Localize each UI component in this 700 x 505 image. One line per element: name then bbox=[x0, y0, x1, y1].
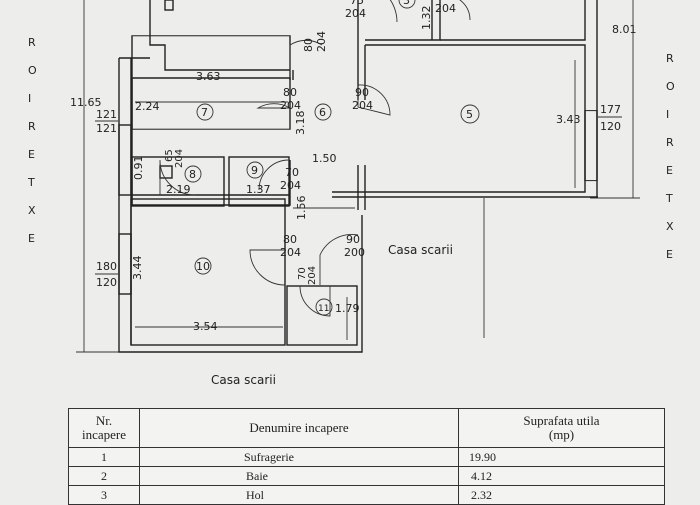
svg-text:R: R bbox=[666, 136, 674, 149]
svg-text:204: 204 bbox=[352, 99, 373, 112]
svg-text:3.18: 3.18 bbox=[294, 111, 307, 136]
svg-text:204: 204 bbox=[345, 7, 366, 20]
svg-text:120: 120 bbox=[96, 276, 117, 289]
svg-text:204: 204 bbox=[435, 2, 456, 15]
svg-text:R: R bbox=[666, 52, 674, 65]
room-number-9: 9 bbox=[251, 164, 258, 177]
svg-text:3.44: 3.44 bbox=[131, 256, 144, 281]
svg-text:70: 70 bbox=[285, 166, 299, 179]
walls bbox=[118, 0, 598, 353]
door-swings bbox=[159, 0, 471, 317]
svg-text:177: 177 bbox=[600, 103, 621, 116]
exterior-left-label: E X T E R I O R bbox=[27, 36, 37, 245]
svg-text:80: 80 bbox=[283, 233, 297, 246]
svg-text:1.32: 1.32 bbox=[420, 6, 433, 31]
svg-text:121: 121 bbox=[96, 108, 117, 121]
header-area: Suprafata utila(mp) bbox=[458, 408, 665, 448]
floor-plan: E X T E R I O R E X T E R I O R bbox=[27, 0, 675, 387]
svg-text:O: O bbox=[666, 80, 675, 93]
svg-text:204: 204 bbox=[280, 99, 301, 112]
svg-text:1.56: 1.56 bbox=[295, 196, 308, 221]
svg-text:3.43: 3.43 bbox=[556, 113, 581, 126]
svg-text:180: 180 bbox=[96, 260, 117, 273]
svg-text:0.91: 0.91 bbox=[132, 156, 145, 181]
room-number-11: 11 bbox=[318, 304, 329, 314]
svg-text:204: 204 bbox=[280, 179, 301, 192]
room-number-8: 8 bbox=[189, 168, 196, 181]
svg-text:90: 90 bbox=[355, 86, 369, 99]
svg-text:2.24: 2.24 bbox=[135, 100, 160, 113]
svg-text:E: E bbox=[666, 248, 673, 261]
header-room-number: Nr.incapere bbox=[68, 408, 140, 448]
svg-text:O: O bbox=[28, 64, 37, 77]
dimension-labels: 11.65 8.01 3.63 2.24 3.18 1.50 3.43 0.91… bbox=[70, 6, 637, 334]
table-row: 3 Hol 2.32 bbox=[68, 485, 665, 505]
svg-text:E: E bbox=[28, 232, 35, 245]
svg-text:8.01: 8.01 bbox=[612, 23, 637, 36]
svg-text:120: 120 bbox=[600, 120, 621, 133]
svg-text:80: 80 bbox=[283, 86, 297, 99]
stair-label-right: Casa scarii bbox=[388, 243, 453, 257]
svg-text:200: 200 bbox=[344, 246, 365, 259]
svg-text:204: 204 bbox=[280, 246, 301, 259]
room-number-7: 7 bbox=[201, 106, 208, 119]
svg-text:204: 204 bbox=[174, 149, 185, 168]
svg-text:I: I bbox=[666, 108, 669, 121]
svg-text:11.65: 11.65 bbox=[70, 96, 102, 109]
svg-text:R: R bbox=[28, 36, 36, 49]
svg-text:204: 204 bbox=[307, 266, 318, 285]
svg-text:1.50: 1.50 bbox=[312, 152, 337, 165]
stair-label-bottom: Casa scarii bbox=[211, 373, 276, 387]
svg-text:E: E bbox=[28, 148, 35, 161]
svg-text:3.63: 3.63 bbox=[196, 70, 221, 83]
svg-text:I: I bbox=[28, 92, 31, 105]
svg-text:65: 65 bbox=[164, 149, 175, 162]
header-room-name: Denumire incapere bbox=[139, 408, 459, 448]
table-row: 1 Sufragerie 19.90 bbox=[68, 447, 665, 467]
room-number-6: 6 bbox=[319, 106, 326, 119]
svg-text:90: 90 bbox=[346, 233, 360, 246]
svg-text:1.37: 1.37 bbox=[246, 183, 271, 196]
svg-text:R: R bbox=[28, 120, 36, 133]
room-area-table: Nr.incapere Denumire incapere Suprafata … bbox=[68, 408, 665, 505]
svg-text:75: 75 bbox=[350, 0, 364, 7]
table-row: 2 Baie 4.12 bbox=[68, 466, 665, 486]
svg-text:70: 70 bbox=[297, 267, 308, 280]
svg-text:E: E bbox=[666, 164, 673, 177]
svg-text:1.79: 1.79 bbox=[335, 302, 360, 315]
svg-text:X: X bbox=[666, 220, 674, 233]
svg-text:204: 204 bbox=[315, 31, 328, 52]
exterior-right-label: E X T E R I O R bbox=[665, 52, 675, 261]
svg-text:X: X bbox=[28, 204, 36, 217]
svg-text:T: T bbox=[27, 176, 35, 189]
table-header-row: Nr.incapere Denumire incapere Suprafata … bbox=[68, 408, 665, 448]
room-number-10: 10 bbox=[196, 260, 210, 273]
room-numbers: 7 6 5 8 9 10 11 3 bbox=[184, 0, 480, 316]
svg-text:3.54: 3.54 bbox=[193, 320, 218, 333]
room-number-5: 5 bbox=[466, 108, 473, 121]
svg-text:80: 80 bbox=[302, 38, 315, 52]
room-number-3: 3 bbox=[403, 0, 410, 7]
svg-text:2.19: 2.19 bbox=[166, 183, 191, 196]
svg-text:121: 121 bbox=[96, 122, 117, 135]
svg-text:T: T bbox=[665, 192, 673, 205]
